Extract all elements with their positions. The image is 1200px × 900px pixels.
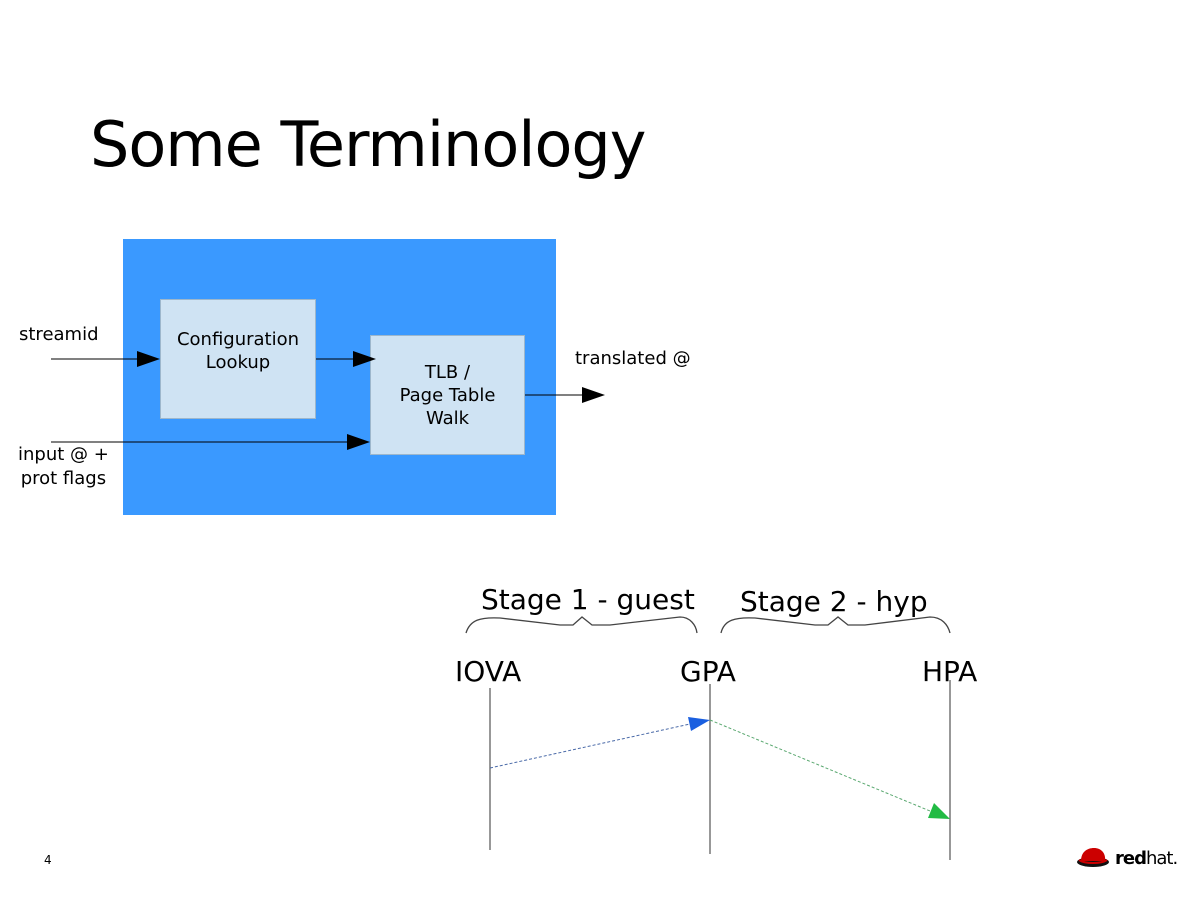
config-box-line-1: Configuration	[176, 329, 300, 350]
redhat-wordmark: redhat.	[1115, 847, 1178, 869]
gpa-label: GPA	[680, 655, 736, 688]
stage1-brace	[465, 616, 698, 634]
input-address-label: input @ + prot flags	[18, 443, 109, 491]
configuration-lookup-box: Configuration Lookup	[160, 299, 316, 419]
tlb-box-line-3: Walk	[425, 407, 470, 429]
stage1-label: Stage 1 - guest	[481, 583, 695, 616]
redhat-logo: redhat.	[1075, 846, 1178, 870]
stage2-label: Stage 2 - hyp	[740, 585, 928, 618]
streamid-arrow	[51, 351, 160, 367]
streamid-label: streamid	[19, 324, 99, 345]
tlb-box-line-2: Page Table	[399, 384, 496, 406]
input-label-line-1: input @ +	[18, 444, 109, 465]
hpa-label: HPA	[922, 655, 978, 688]
page-number: 4	[44, 853, 52, 867]
input-label-line-2: prot flags	[20, 468, 107, 489]
translated-address-label: translated @	[575, 348, 691, 369]
tlb-page-table-walk-box: TLB / Page Table Walk	[370, 335, 525, 455]
slide-title: Some Terminology	[90, 108, 646, 181]
stage2-translation-arrow	[709, 719, 950, 819]
config-to-tlb-arrow	[316, 351, 376, 367]
input-address-arrow	[51, 434, 370, 450]
stage2-brace	[720, 616, 951, 634]
tlb-box-line-1: TLB /	[424, 361, 471, 383]
config-box-line-2: Lookup	[205, 352, 271, 373]
iova-label: IOVA	[455, 655, 522, 688]
shadowman-hat-icon	[1077, 848, 1109, 867]
logo-text-regular: hat.	[1145, 847, 1178, 869]
output-arrow	[525, 387, 605, 403]
logo-text-bold: red	[1115, 847, 1147, 869]
stage1-translation-arrow	[489, 717, 710, 769]
